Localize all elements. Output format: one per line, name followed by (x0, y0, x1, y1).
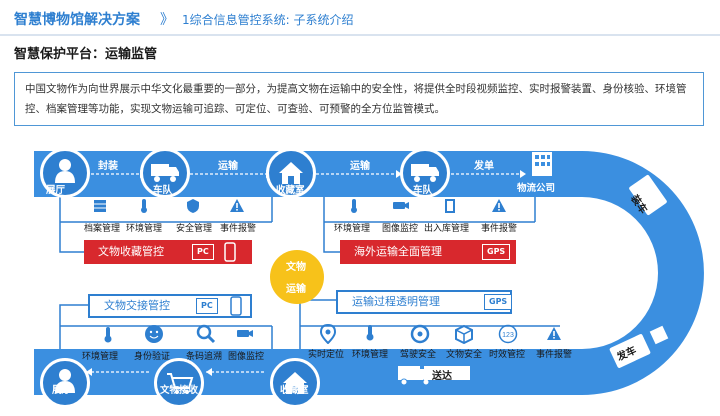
stage-exhibition-hall-return (40, 358, 90, 408)
stage-storage-room-return (270, 358, 320, 408)
stage-artifact-receipt (154, 358, 204, 408)
stage-logistics-company (524, 146, 560, 182)
face-icon (145, 325, 163, 343)
warning-icon (230, 199, 244, 212)
house-icon (283, 372, 307, 394)
arrow-label-delivered: 送达 (432, 371, 452, 382)
stage-fleet-2 (400, 148, 450, 198)
building-icon (532, 152, 552, 176)
stage-storage-room (266, 148, 316, 198)
stage-label: 车队 (413, 185, 433, 196)
loading-truck-icon (629, 174, 667, 216)
stage-label: 收藏室 (280, 385, 309, 396)
page-title: 智慧博物馆解决方案 (14, 12, 140, 28)
function-label: 环境管理 (126, 224, 163, 234)
thermometer-icon (141, 199, 147, 213)
stage-exhibition-hall (40, 148, 90, 198)
center-label-bottom: 运输 (286, 284, 306, 295)
function-label: 文物安全 (446, 350, 483, 360)
stage-label: 展厅 (52, 385, 72, 396)
section-title: 智慧保护平台：运输监管 (14, 47, 158, 62)
svg-text:123: 123 (502, 332, 514, 339)
center-label-top: 文物 (286, 262, 306, 273)
truck-icon (411, 164, 439, 182)
control-box-label: 文物交接管控 (104, 299, 170, 312)
search-icon (196, 324, 216, 344)
pc-badge: PC (192, 244, 214, 260)
center-circle (270, 250, 324, 304)
stage-label: 物流公司 (517, 183, 556, 194)
thermometer-icon (104, 327, 112, 343)
gps-badge: GPS (482, 244, 511, 260)
warning-icon (492, 199, 506, 212)
function-label: 事件报警 (481, 224, 518, 234)
function-label: 图像监控 (228, 352, 265, 362)
camera-icon (237, 330, 253, 337)
shield-icon (187, 199, 199, 213)
control-box-label: 运输过程透明管理 (352, 295, 440, 308)
function-label: 事件报警 (220, 224, 257, 234)
function-label: 环境管理 (352, 350, 389, 360)
cart-icon (167, 373, 194, 394)
header-divider (0, 34, 720, 36)
arrow-label: 运输 (350, 161, 370, 172)
function-label: 环境管理 (82, 352, 119, 362)
gps-badge: GPS (484, 294, 513, 310)
function-label: 条码追溯 (186, 352, 223, 362)
function-label: 环境管理 (334, 224, 371, 234)
function-label: 安全管理 (176, 224, 213, 234)
description-box: 中国文物作为向世界展示中华文化最重要的一部分，为提高文物在运输中的安全性，将提供… (14, 72, 704, 126)
door-icon (445, 199, 455, 213)
delivery-truck-icon (398, 366, 470, 386)
control-box-transparent: 运输过程透明管理 (336, 290, 512, 314)
box-icon (455, 324, 473, 344)
pc-badge: PC (196, 298, 218, 314)
person-icon (55, 159, 75, 183)
thermometer-icon (366, 325, 374, 341)
control-box-handover: 文物交接管控 (88, 294, 252, 318)
warning-icon (547, 327, 561, 340)
thermometer-icon (351, 199, 357, 213)
counter-icon: 123 (498, 324, 518, 344)
departing-truck-icon (609, 325, 669, 368)
stage-label: 车队 (153, 185, 173, 196)
arrow-label: 封装 (98, 161, 118, 172)
stage-label: 文物接收 (160, 385, 199, 396)
breadcrumb-subtitle: 1综合信息管控系统: 子系统介绍 (182, 13, 354, 27)
function-label: 时效管控 (489, 350, 526, 360)
camera-icon (393, 202, 409, 209)
steering-wheel-icon (410, 324, 430, 344)
person-icon (55, 369, 75, 393)
stage-label: 收藏室 (276, 185, 305, 196)
stage-label: 展厅 (46, 185, 66, 196)
house-icon (279, 162, 303, 184)
control-box-label: 海外运输全面管理 (354, 245, 442, 258)
function-label: 档案管理 (84, 224, 121, 234)
function-label: 身份验证 (134, 352, 171, 362)
function-label: 出入库管理 (424, 224, 470, 234)
function-label: 图像监控 (382, 224, 419, 234)
breadcrumb-separator: 》 (160, 12, 174, 28)
function-label: 实时定位 (308, 350, 345, 360)
function-label: 驾驶安全 (400, 350, 437, 360)
location-pin-icon (320, 324, 336, 344)
control-box-collection: 文物收藏管控 (84, 240, 252, 264)
truck-icon (151, 164, 179, 182)
route-curve (582, 151, 704, 395)
control-box-label: 文物收藏管控 (98, 245, 164, 258)
arrow-label: 运输 (218, 161, 238, 172)
arrow-label: 发单 (474, 161, 494, 172)
stage-fleet (140, 148, 190, 198)
function-label: 事件报警 (536, 350, 573, 360)
archive-icon (94, 200, 106, 212)
